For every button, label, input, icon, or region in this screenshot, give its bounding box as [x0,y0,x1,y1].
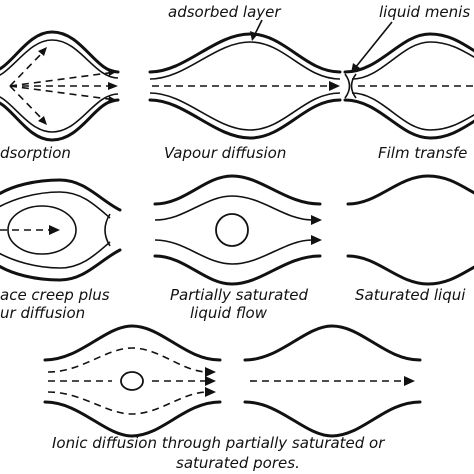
vapour-flow-arrow [152,81,340,91]
adsorption-arrow [9,85,118,104]
ionic-arrow [250,376,415,386]
pore-wall-top [43,324,222,362]
pore-saturated [346,174,474,286]
label-vapour-diffusion: Vapour diffusion [164,144,286,162]
air-bubble [215,213,249,247]
pore-surface-creep [0,178,122,282]
pore-ionic-saturated [243,324,422,438]
label-ionic-diffusion-line2: saturated pores. [176,454,300,472]
pore-wall-top [0,178,122,212]
adsorbed-layer-bottom [0,93,119,133]
vapour-bubble [7,205,77,255]
label-saturated-liquid: Saturated liqui [355,286,466,304]
label-adsorption: dsorption [0,144,71,162]
film-flow-arrow [358,85,474,87]
film-layer-top [351,41,474,80]
adsorbed-layer-top [149,41,341,80]
streamline-arrowhead [311,215,322,225]
adsorbed-layer-pointer [250,19,263,41]
meniscus-right [350,73,357,99]
ionic-arrow-top [47,347,216,377]
adsorbed-layer-bottom [149,92,341,131]
label-liquid-meniscus: liquid menis [379,3,470,21]
pore-adsorption [0,30,120,142]
meniscus [104,213,111,247]
film-layer-bottom [351,92,474,131]
pore-wall-top [243,324,422,362]
ionic-arrow-bottom [47,387,216,415]
label-partially-saturated-line2: liquid flow [190,304,268,322]
air-bubble [120,371,144,391]
adsorption-arrow [9,85,47,125]
pore-film-transfer [343,21,474,140]
pore-wall-top [148,32,342,74]
adsorbed-layer-top [0,39,119,79]
liquid-film-top [0,191,111,219]
pore-vapour-diffusion [148,19,342,140]
liquid-film-bottom [0,241,111,269]
pore-wall-bottom [0,248,122,282]
label-film-transfer: Film transfe [378,144,467,162]
pore-wall-bottom [243,400,422,438]
pore-wall-bottom [148,98,342,140]
label-surface-creep-line2: ur diffusion [0,304,85,322]
ionic-arrow-middle [48,376,216,386]
label-adsorbed-layer: adsorbed layer [168,3,281,21]
pore-wall-top [346,174,474,206]
pore-wall-top [153,174,322,206]
label-partially-saturated-line1: Partially saturated [170,286,308,304]
pore-wall-bottom [43,400,222,438]
pore-wall-top [343,32,474,74]
pore-partially-saturated [153,174,322,286]
meniscus-pointer [351,21,393,73]
streamline-bottom [154,239,313,265]
adsorption-arrow [9,68,118,87]
pore-wall-bottom [343,98,474,140]
streamline-arrowhead [311,235,322,245]
creep-flow-arrow [0,225,60,235]
pore-ionic-partial [43,324,222,438]
pore-wall-bottom [0,98,120,142]
adsorption-arrow [10,82,118,90]
pore-wall-top [0,30,120,74]
label-ionic-diffusion-line1: Ionic diffusion through partially satura… [52,434,385,452]
pore-wall-bottom [153,254,322,286]
label-surface-creep-line1: ace creep plus [0,286,110,304]
streamline-top [154,195,313,221]
pore-wall-bottom [346,254,474,286]
meniscus-left [344,73,351,99]
adsorption-arrow [9,47,47,87]
